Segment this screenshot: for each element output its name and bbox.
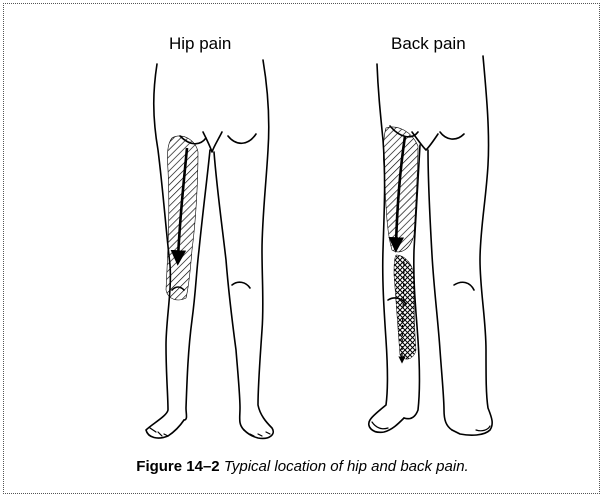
figure-number: Figure 14–2	[136, 458, 219, 475]
back-pain-shaded-area-lower	[394, 255, 416, 359]
back-pain-shaded-area-upper	[383, 127, 418, 252]
hip-pain-shaded-area	[166, 136, 198, 300]
back-pain-figure	[369, 56, 492, 435]
hip-pain-figure	[146, 60, 273, 438]
figure-caption-text: Typical location of hip and back pain.	[224, 458, 469, 475]
figure-caption: Figure 14–2 Typical location of hip and …	[0, 458, 605, 475]
